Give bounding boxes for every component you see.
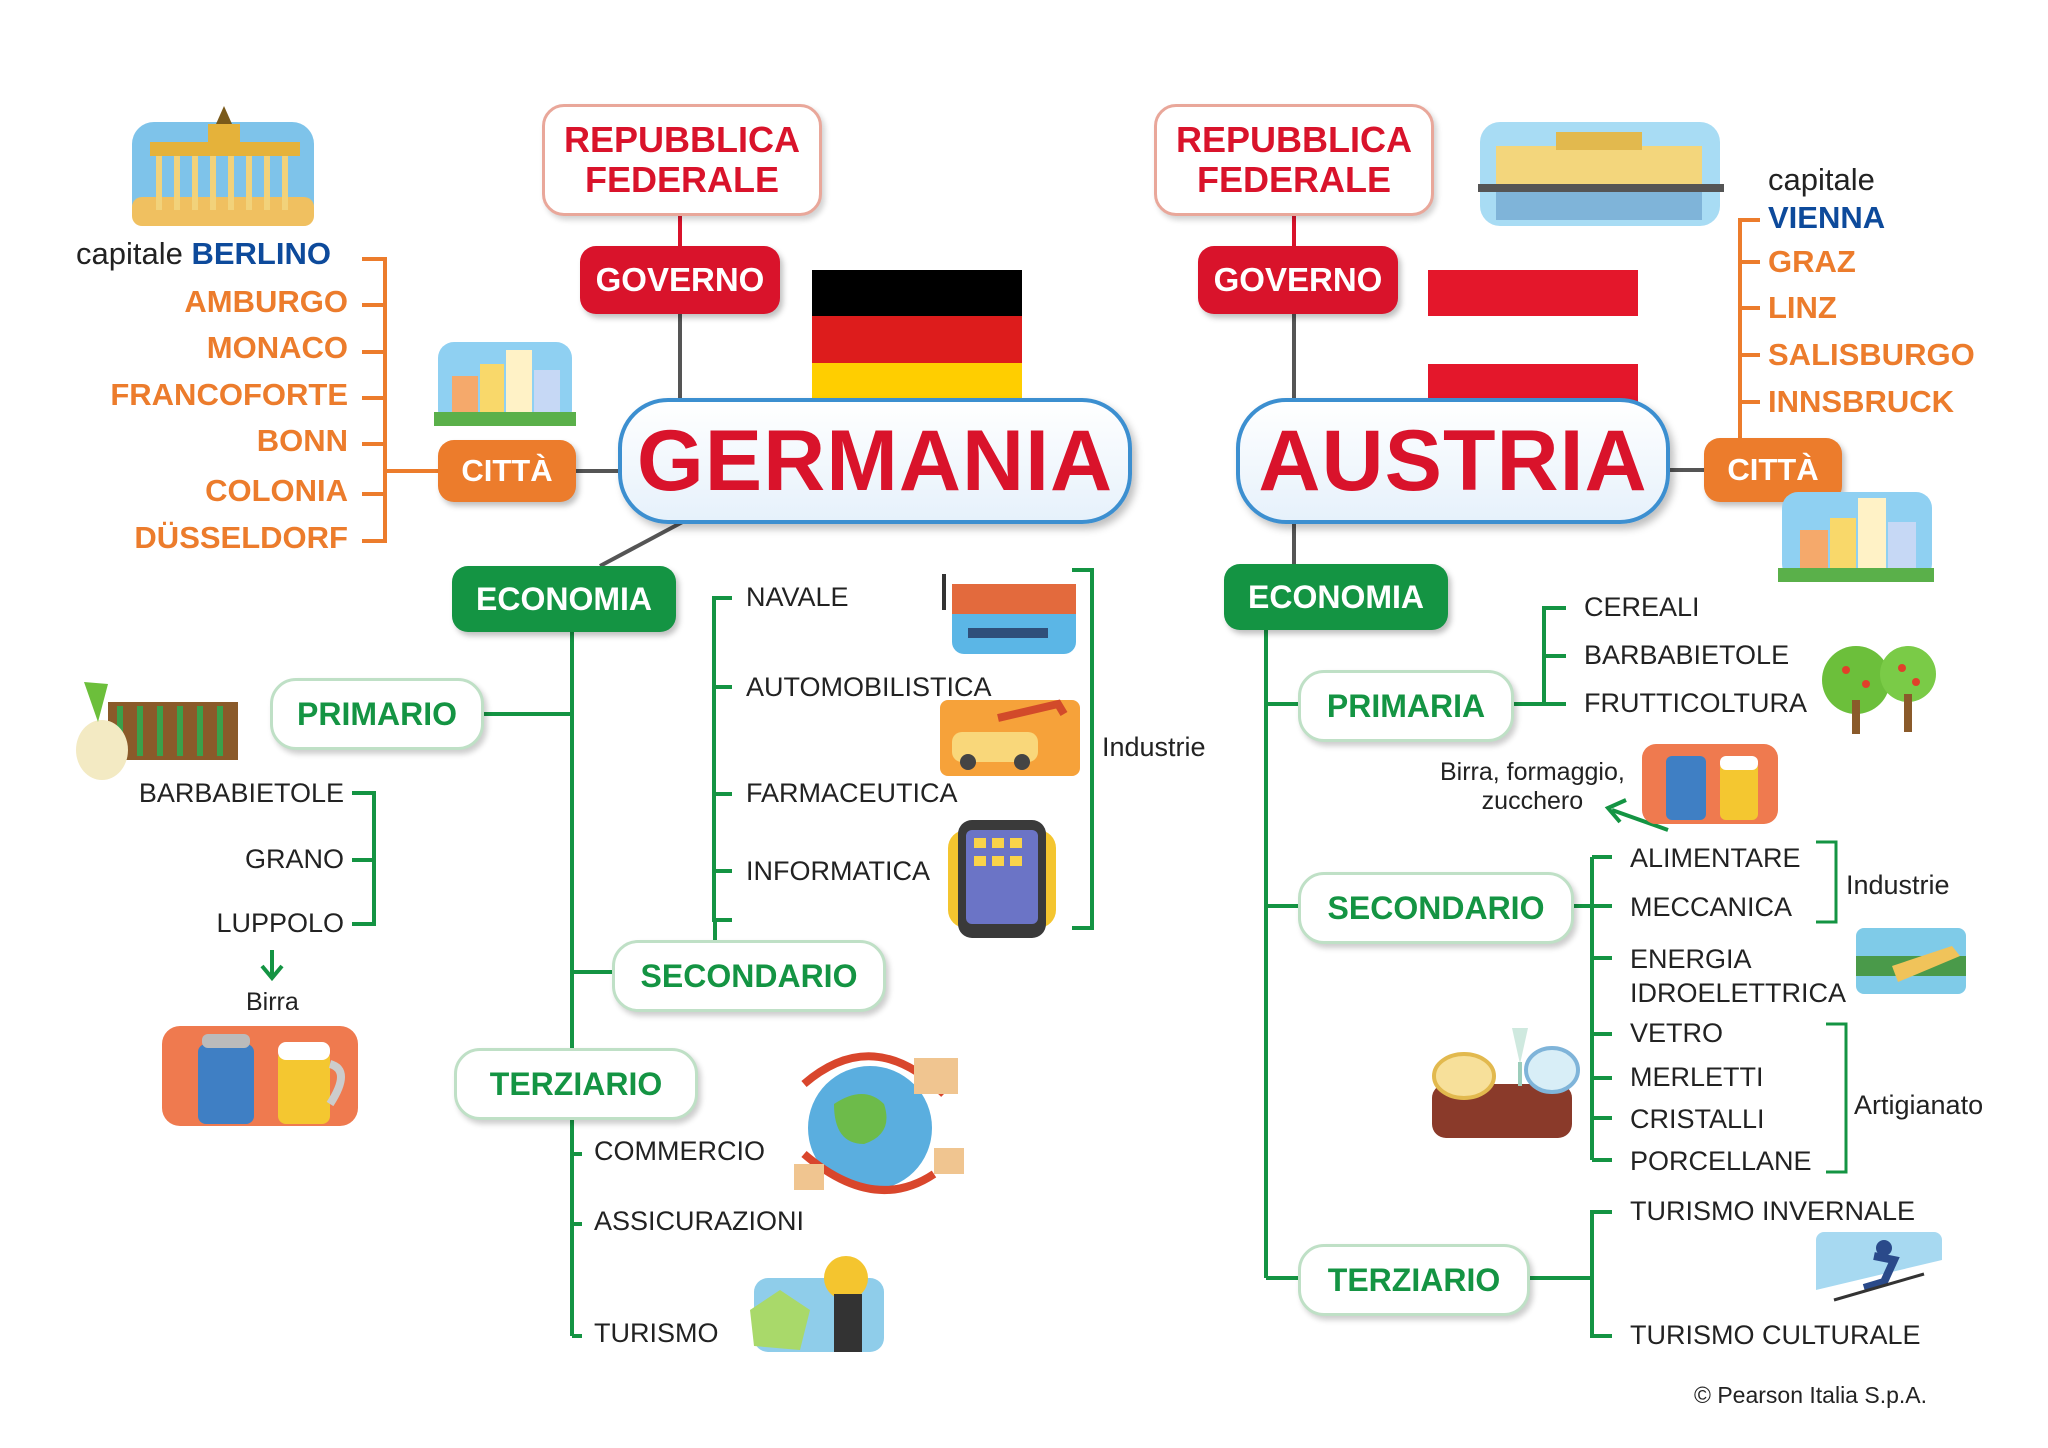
- germany-city: BONN: [256, 423, 348, 458]
- austria-industry-item: MECCANICA: [1630, 892, 1793, 922]
- city-buildings-icon: [1776, 488, 1936, 588]
- germany-primary-label: PRIMARIO: [270, 678, 484, 750]
- austria-economy-label: ECONOMIA: [1224, 564, 1448, 630]
- germany-tertiary-item: COMMERCIO: [594, 1136, 765, 1166]
- austria-craft-item: MERLETTI: [1630, 1062, 1764, 1092]
- palace-icon: [1476, 122, 1726, 232]
- austria-primary-item: BARBABIETOLE: [1584, 640, 1790, 670]
- tourist-icon: [740, 1250, 890, 1360]
- germany-primary-item: GRANO: [244, 844, 344, 874]
- austria-city: LINZ: [1768, 290, 1837, 325]
- germany-tertiary-item: TURISMO: [594, 1318, 719, 1348]
- austria-cities-label: CITTÀ: [1704, 438, 1842, 502]
- austria-primary-item: FRUTTICOLTURA: [1584, 688, 1807, 718]
- austria-industry-item: ALIMENTARE: [1630, 843, 1801, 873]
- hydro-dam-icon: [1852, 926, 1968, 1002]
- austria-capital-name: VIENNA: [1768, 200, 1886, 235]
- germany-city: DÜSSELDORF: [134, 520, 348, 555]
- austria-capital-prefix: capitale: [1768, 162, 1875, 197]
- austria-primary-label: PRIMARIA: [1298, 670, 1514, 742]
- germany-government-type: REPUBBLICA FEDERALE: [542, 104, 822, 216]
- beer-mugs-icon: [1640, 740, 1780, 828]
- austria-products-label: Birra, formaggio, zucchero: [1440, 758, 1625, 815]
- germany-city: COLONIA: [205, 473, 348, 508]
- germany-primary-item: LUPPOLO: [216, 908, 344, 938]
- city-buildings-icon: [432, 340, 578, 432]
- germany-flag-icon: [812, 270, 1022, 410]
- porcelain-lace-icon: [1428, 1024, 1580, 1144]
- germany-capital-name: BERLINO: [191, 236, 331, 271]
- germany-industry-item: FARMACEUTICA: [746, 778, 958, 808]
- germany-industries-label: Industrie: [1102, 732, 1206, 762]
- austria-tertiary-item: TURISMO CULTURALE: [1630, 1320, 1921, 1350]
- brandenburg-gate-icon: [128, 102, 318, 230]
- germany-primary-item: BARBABIETOLE: [138, 778, 344, 808]
- germany-industry-item: AUTOMOBILISTICA: [746, 672, 992, 702]
- germany-city: AMBURGO: [184, 284, 348, 319]
- germany-capital: capitale BERLINO: [76, 236, 331, 272]
- germany-cities-label: CITTÀ: [438, 440, 576, 502]
- germany-industry-item: INFORMATICA: [746, 856, 930, 886]
- beet-field-icon: [64, 678, 240, 786]
- skier-icon: [1814, 1230, 1944, 1310]
- austria-secondary-label: SECONDARIO: [1298, 872, 1574, 944]
- austria-government-label: GOVERNO: [1198, 246, 1398, 314]
- austria-industries-label: Industrie: [1846, 870, 1950, 900]
- austria-city: INNSBRUCK: [1768, 384, 1954, 419]
- ship-dock-icon: [938, 570, 1082, 664]
- austria-government-type: REPUBBLICA FEDERALE: [1154, 104, 1434, 216]
- austria-tertiary-label: TERZIARIO: [1298, 1244, 1530, 1316]
- germany-title: GERMANIA: [618, 398, 1132, 524]
- austria-energy-item: ENERGIA IDROELETTRICA: [1630, 944, 1847, 1008]
- austria-craft-label: Artigianato: [1854, 1090, 1984, 1120]
- germany-economy-label: ECONOMIA: [452, 566, 676, 632]
- austria-craft-item: PORCELLANE: [1630, 1146, 1812, 1176]
- austria-tertiary-item: TURISMO INVERNALE: [1630, 1196, 1916, 1226]
- germany-government-label: GOVERNO: [580, 246, 780, 314]
- germany-secondary-label: SECONDARIO: [612, 940, 886, 1012]
- germany-capital-prefix: capitale: [76, 236, 183, 271]
- germany-beer-label: Birra: [246, 988, 299, 1016]
- globe-commerce-icon: [784, 1044, 974, 1198]
- austria-title: AUSTRIA: [1236, 398, 1670, 524]
- germany-city: FRANCOFORTE: [110, 377, 348, 412]
- germany-tertiary-label: TERZIARIO: [454, 1048, 698, 1120]
- car-factory-icon: [938, 698, 1082, 778]
- fruit-trees-icon: [1816, 640, 1946, 736]
- germany-tertiary-item: ASSICURAZIONI: [594, 1206, 805, 1236]
- austria-craft-item: VETRO: [1630, 1018, 1724, 1048]
- austria-craft-item: CRISTALLI: [1630, 1104, 1765, 1134]
- austria-city: SALISBURGO: [1768, 337, 1975, 372]
- austria-primary-item: CEREALI: [1584, 592, 1700, 622]
- tablet-icon: [946, 820, 1058, 938]
- beer-mugs-icon: [160, 1024, 360, 1136]
- copyright: © Pearson Italia S.p.A.: [1694, 1382, 1928, 1408]
- germany-city: MONACO: [206, 330, 348, 365]
- germany-industry-item: NAVALE: [746, 582, 849, 612]
- austria-flag-icon: [1428, 270, 1638, 410]
- austria-city: GRAZ: [1768, 244, 1856, 279]
